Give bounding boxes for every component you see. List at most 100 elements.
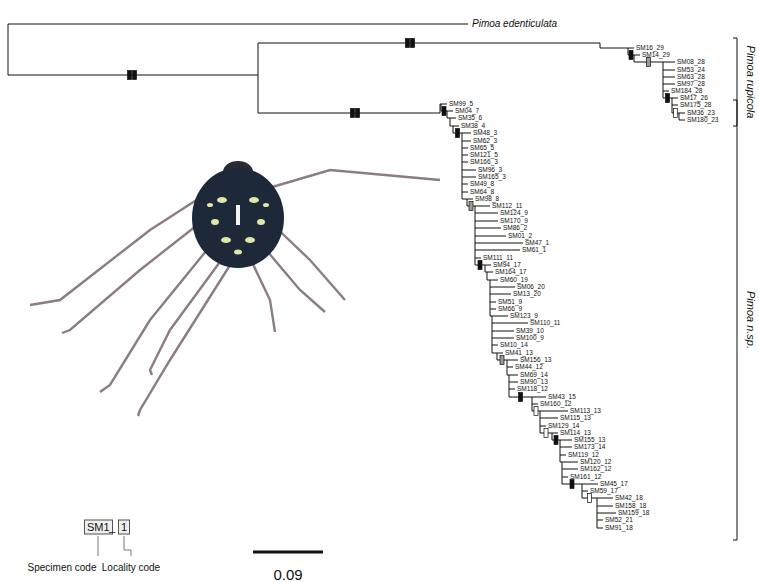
- branch: [634, 55, 640, 56]
- tip-label: SM184_28: [671, 88, 702, 95]
- branch: [462, 155, 468, 156]
- branch: [492, 345, 498, 346]
- branch: [663, 62, 675, 63]
- tip-label: SM45_17: [600, 481, 628, 488]
- support-bar: [351, 109, 355, 118]
- branch: [450, 118, 456, 119]
- branch: [258, 113, 440, 114]
- branch: [462, 192, 468, 193]
- branch: [462, 141, 463, 148]
- tip-label: SM47_1: [525, 240, 549, 247]
- abdomen-spot: [221, 237, 231, 243]
- branch: [540, 418, 541, 426]
- branch: [582, 491, 588, 492]
- branch: [490, 294, 511, 295]
- tip-label: SM60_19: [500, 277, 528, 284]
- code-part: 1: [118, 520, 130, 535]
- tip-label: SM94_17: [493, 262, 521, 269]
- tip-label: SM13_20: [513, 291, 541, 298]
- tip-label: SM97_28: [677, 81, 705, 88]
- tip-label: SM166_3: [470, 159, 498, 166]
- branch: [475, 250, 520, 251]
- branch: [475, 206, 476, 213]
- branch: [672, 98, 673, 105]
- branch: [507, 367, 513, 368]
- branch: [597, 528, 603, 529]
- branch: [562, 477, 568, 478]
- tip-label: SM41_13: [505, 350, 533, 357]
- tip-label: SM61_1: [522, 247, 546, 254]
- tip-label: SM160_12: [540, 401, 571, 408]
- support-bar: [133, 71, 137, 80]
- branch: [663, 70, 664, 77]
- tip-label: SM51_9: [498, 299, 522, 306]
- branch: [475, 213, 498, 214]
- support-bar: [356, 109, 360, 118]
- branch: [597, 513, 598, 520]
- tip-label: SM173_14: [574, 444, 605, 451]
- scale-label: 0.09: [273, 567, 302, 582]
- legend-text: Specimen code: [28, 563, 97, 573]
- branch: [540, 411, 568, 412]
- tip-label: SM99_5: [449, 101, 473, 108]
- branch: [492, 338, 514, 339]
- branch: [462, 133, 471, 134]
- tip-label: SM111_11: [483, 255, 513, 262]
- branch: [509, 382, 518, 383]
- tip-label: SM63_28: [677, 74, 705, 81]
- taxon-name: Pimoa n.sp.: [745, 291, 756, 349]
- branch: [560, 455, 566, 456]
- support-bar: [500, 356, 504, 365]
- branch: [663, 84, 675, 85]
- branch: [462, 192, 467, 199]
- branch: [562, 469, 578, 470]
- clade-bracket: [733, 38, 737, 126]
- branch: [475, 228, 476, 236]
- branch: [600, 43, 628, 48]
- branch: [467, 199, 473, 200]
- branch: [560, 447, 572, 448]
- branch: [560, 447, 561, 455]
- tip-label: SM38_4: [461, 123, 485, 130]
- abdomen-spot: [211, 219, 219, 225]
- branch: [490, 294, 491, 302]
- branch: [8, 24, 9, 75]
- branch: [540, 418, 558, 419]
- branch: [447, 111, 453, 112]
- tip-label: SM44_12: [515, 364, 543, 371]
- tip-label: SM49_8: [470, 181, 494, 188]
- branch: [475, 221, 476, 228]
- branch: [462, 162, 468, 163]
- branch: [497, 353, 503, 354]
- branch: [490, 280, 498, 281]
- branch: [462, 177, 476, 178]
- tip-label: SM124_9: [500, 210, 528, 217]
- branch: [663, 84, 664, 91]
- spider-leg: [250, 258, 275, 332]
- branch: [441, 104, 447, 105]
- tip-label: SM170_9: [500, 218, 528, 225]
- tip-label: SM113_13: [570, 408, 601, 415]
- tip-label: SM121_5: [470, 152, 498, 159]
- branch: [509, 375, 518, 376]
- abdomen-spot: [263, 203, 269, 207]
- tip-label: SM159_18: [618, 510, 649, 517]
- branch: [663, 77, 675, 78]
- tip-label: SM123_9: [510, 313, 538, 320]
- abdomen-spot: [249, 197, 259, 203]
- legend-text: Locality code: [102, 563, 160, 573]
- branch: [597, 513, 616, 514]
- branch: [597, 498, 613, 499]
- tip-label: SM65_5: [470, 145, 494, 152]
- branch: [509, 382, 510, 389]
- leader-line: [124, 536, 131, 556]
- support-bar: [442, 107, 446, 116]
- tip-label: SM08_28: [677, 59, 705, 66]
- support-bar: [554, 436, 558, 445]
- branch: [450, 118, 453, 126]
- scale-bar: [253, 551, 323, 554]
- branch: [532, 404, 538, 405]
- branch: [679, 113, 680, 120]
- branch: [485, 265, 491, 266]
